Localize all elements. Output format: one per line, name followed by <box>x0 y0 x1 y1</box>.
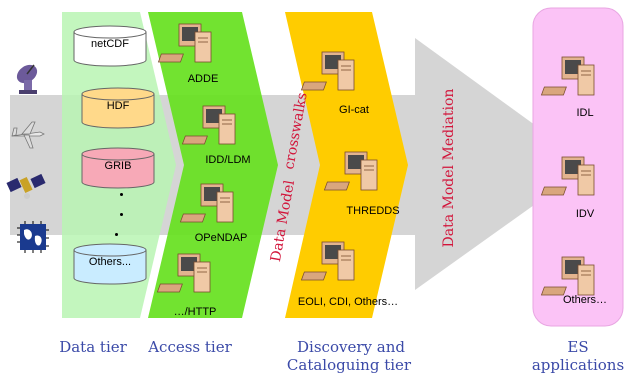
satellite-dish-icon <box>16 64 38 94</box>
access-tier-band <box>148 12 278 318</box>
access-service-label: ADDE <box>187 73 219 85</box>
discovery-service-label: THREDDS <box>346 205 400 217</box>
es-caption-line1: ES <box>567 338 589 356</box>
data-format-label: netCDF <box>91 38 129 50</box>
access-service-label: OPeNDAP <box>194 232 248 244</box>
data-format-label: HDF <box>106 100 130 112</box>
ellipsis-dot <box>115 233 118 236</box>
data-format-label: Others... <box>88 256 132 268</box>
es-app-label: IDV <box>575 208 595 220</box>
es-app-label: IDL <box>576 107 594 119</box>
data-format-label: GRIB <box>104 160 132 172</box>
discovery-service-label: GI-cat <box>339 104 369 116</box>
data-format-cylinder: HDF <box>80 86 156 130</box>
ellipsis-dot <box>120 193 123 196</box>
discovery-tier-caption-line2: Cataloguing tier <box>286 356 412 374</box>
data-tier-caption: Data tier <box>59 338 127 356</box>
aircraft-icon <box>11 121 45 149</box>
data-format-cylinder: Others... <box>72 242 148 286</box>
es-caption-line2: applications <box>531 356 625 374</box>
discovery-tier-caption-line1: Discovery and <box>297 338 405 356</box>
discovery-service-label: EOLI, CDI, Others… <box>297 296 399 308</box>
data-format-cylinder: GRIB <box>80 146 156 190</box>
data-model-mediation-label: Data Model Mediation <box>441 88 457 248</box>
es-app-label: Others… <box>562 294 607 306</box>
access-service-label: …/HTTP <box>173 306 217 318</box>
access-service-label: IDD/LDM <box>205 154 251 166</box>
satellite-icon <box>6 173 46 199</box>
earth-grid-icon <box>17 221 49 253</box>
ellipsis-dot <box>120 213 123 216</box>
access-tier-caption: Access tier <box>148 338 232 356</box>
data-format-cylinder: netCDF <box>72 24 148 68</box>
